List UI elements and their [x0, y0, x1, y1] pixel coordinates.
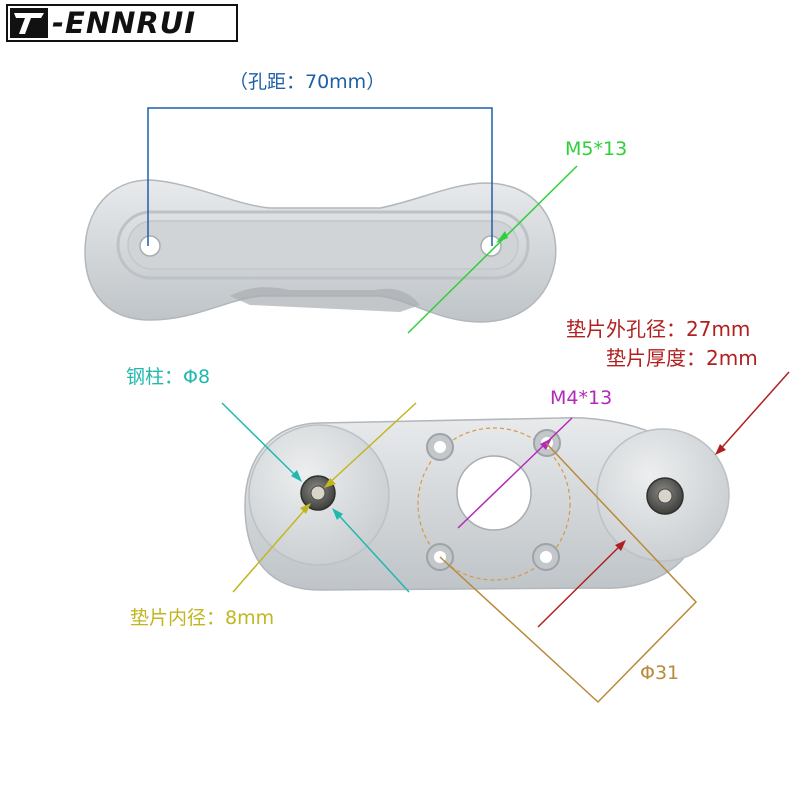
- bottom-plate: [244, 416, 730, 591]
- hole-spacing-label: （孔距：70mm）: [229, 71, 386, 93]
- right-steel-post-bore: [657, 488, 673, 504]
- steel-post-label: 钢柱：Φ8: [126, 366, 211, 388]
- brand-logo: -ENNRUI: [6, 4, 238, 42]
- top-bracket: [84, 179, 557, 323]
- top-left-hole: [139, 235, 161, 257]
- steel-post-leaders: [221, 402, 410, 593]
- outer-hole-label: 垫片外孔径：27mm: [566, 317, 751, 341]
- phi31-dimension: [439, 442, 698, 704]
- mount-hole-br-core: [540, 551, 552, 563]
- m4-screw-label: M4*13: [550, 387, 613, 409]
- inner-diameter-leaders: [232, 402, 417, 593]
- hole-spacing-line: [147, 107, 493, 246]
- inner-diameter-label: 垫片内径：8mm: [130, 607, 275, 629]
- phi31-label: Φ31: [640, 662, 680, 684]
- thickness-label: 垫片厚度：2mm: [606, 346, 758, 370]
- top-bracket-underside: [230, 287, 420, 312]
- outer-hole-leaders: [537, 371, 790, 628]
- bolt-circle: [417, 427, 571, 581]
- top-bracket-groove-inner: [127, 220, 519, 270]
- top-right-hole: [480, 235, 502, 257]
- m5-screw-label: M5*13: [565, 138, 628, 160]
- t-logo-icon: [10, 8, 48, 38]
- mount-hole-tl-core: [434, 441, 446, 453]
- top-bracket-groove: [116, 210, 530, 280]
- left-steel-post-bore: [310, 485, 326, 501]
- m5-leader: [407, 165, 578, 334]
- brand-name: -ENNRUI: [52, 6, 197, 40]
